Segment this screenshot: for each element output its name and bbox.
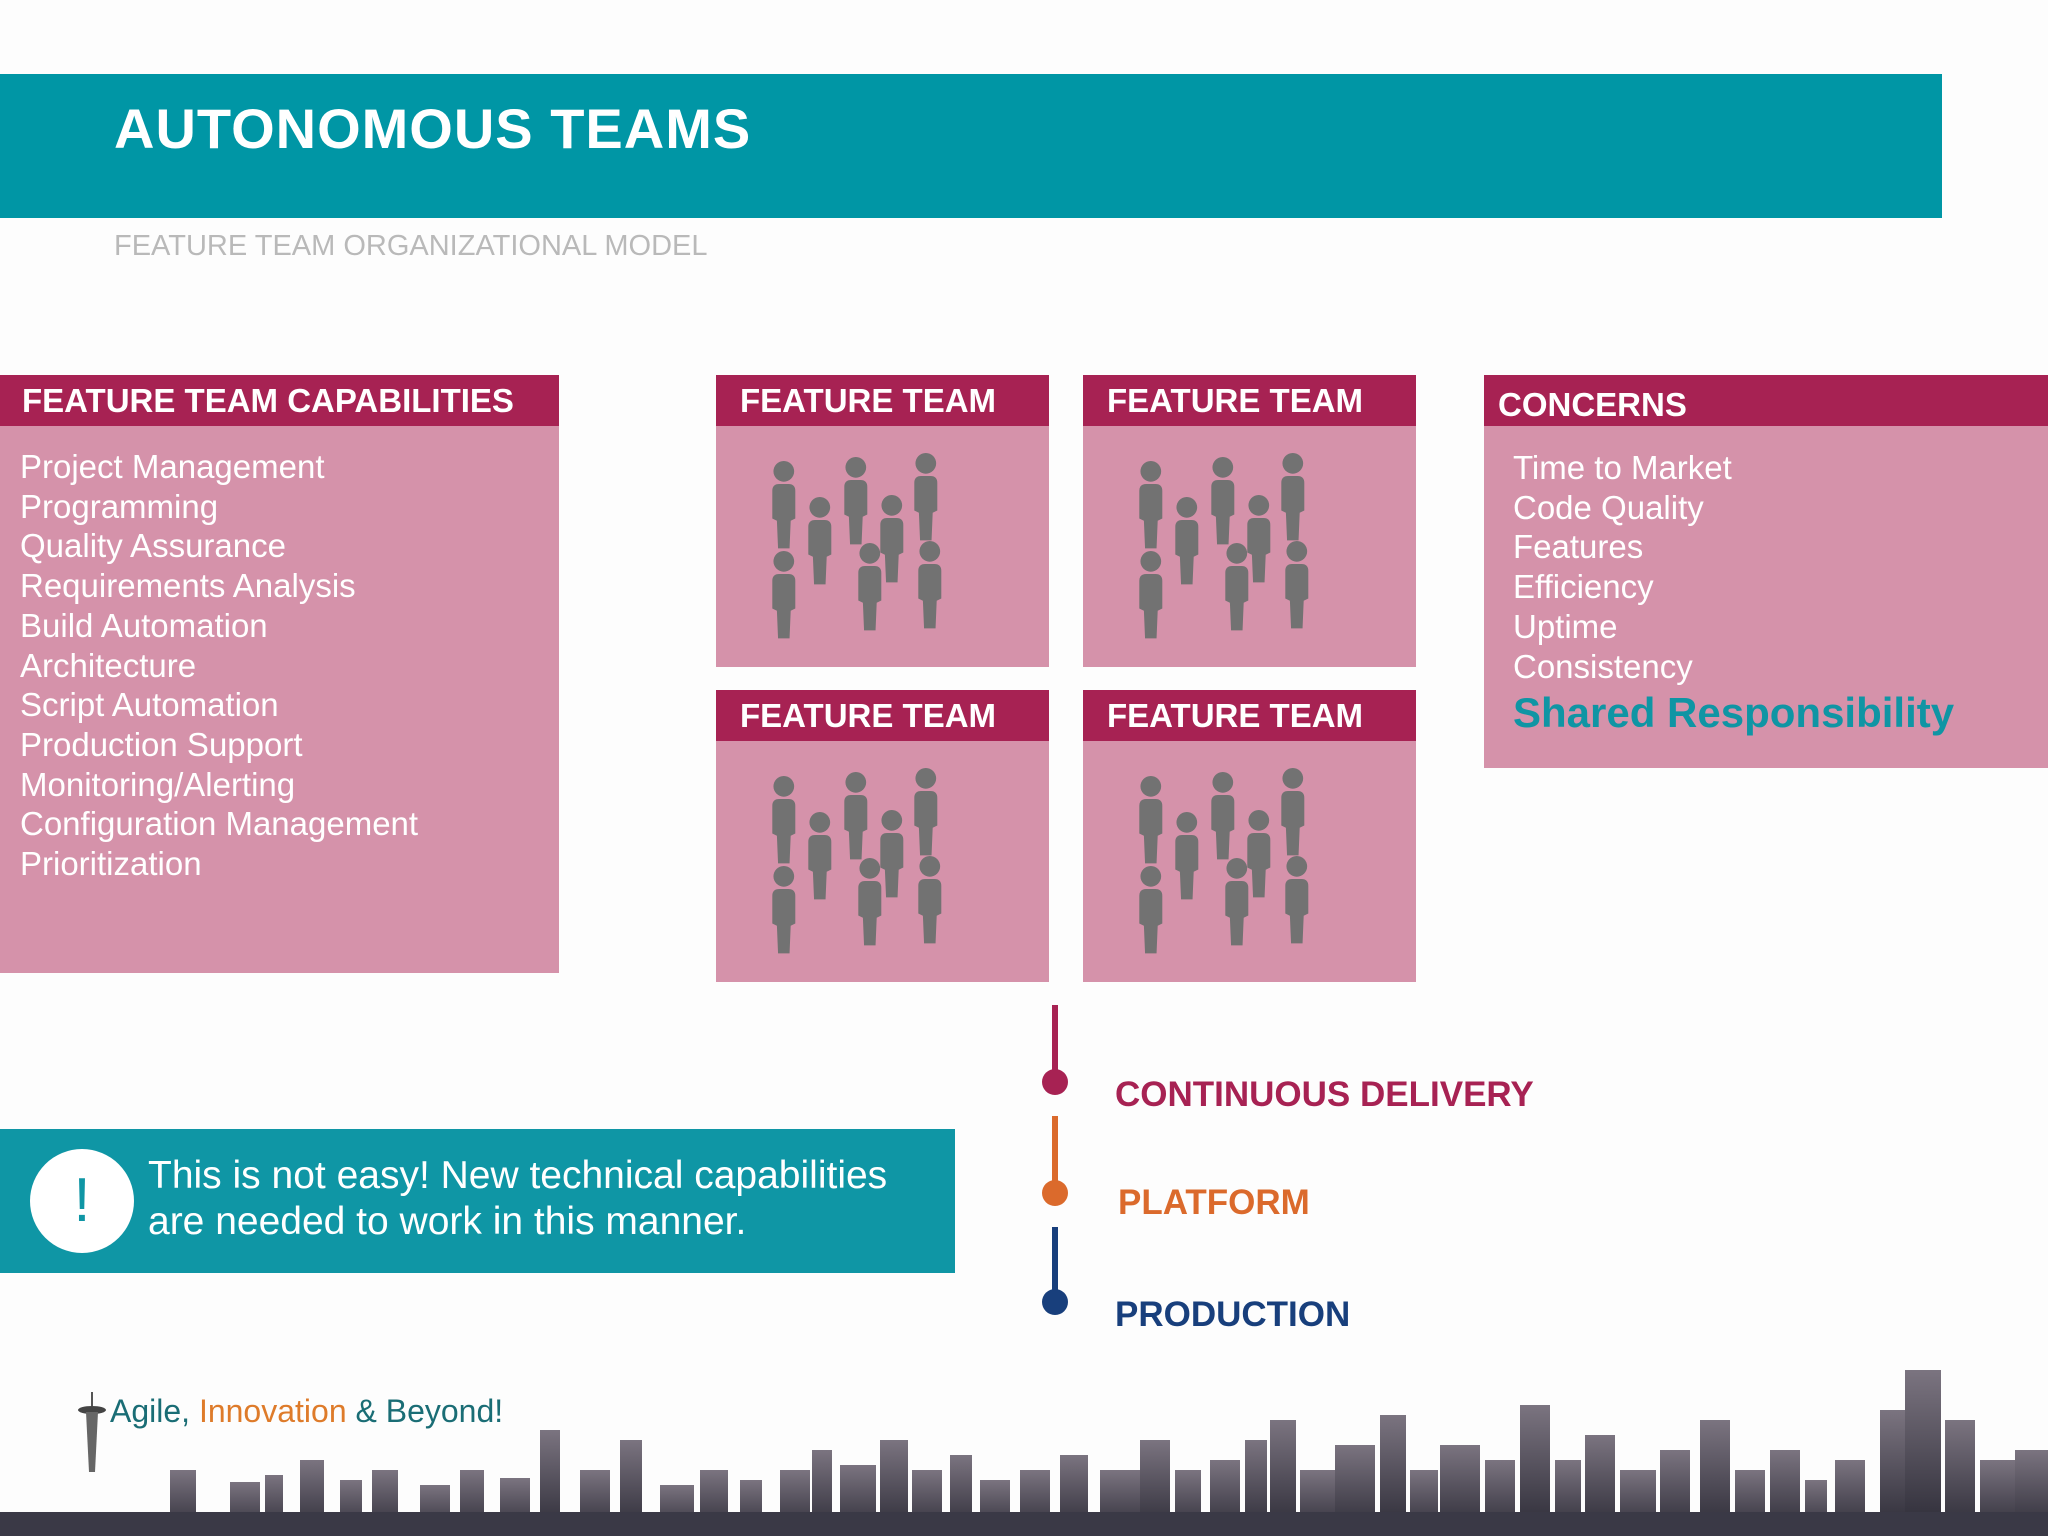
capabilities-heading: FEATURE TEAM CAPABILITIES (0, 375, 559, 426)
person-icon (918, 856, 942, 944)
person-icon (858, 543, 882, 631)
concerns-heading: CONCERNS (1484, 375, 2048, 426)
person-icon (1285, 856, 1309, 944)
person-icon (1247, 495, 1271, 583)
person-icon (1175, 812, 1199, 900)
pipeline-connector (1042, 1005, 1068, 1315)
warning-text: This is not easy! New technical capabili… (148, 1153, 887, 1245)
list-item: Monitoring/Alerting (20, 765, 296, 803)
feature-team-heading: FEATURE TEAM (716, 375, 1049, 426)
capabilities-list: Project Management Programming Quality A… (20, 447, 418, 884)
person-icon (914, 453, 938, 541)
person-icon (880, 810, 904, 898)
person-icon (918, 541, 942, 629)
person-icon (1247, 810, 1271, 898)
list-item: Time to Market (1513, 449, 1732, 486)
feature-team-heading: FEATURE TEAM (1083, 375, 1416, 426)
page-title: AUTONOMOUS TEAMS (114, 97, 752, 160)
stage-continuous-delivery: CONTINUOUS DELIVERY (1115, 1075, 1534, 1114)
pipeline-dot-production (1042, 1289, 1068, 1315)
list-item: Production Support (20, 725, 303, 763)
person-icon (1139, 866, 1163, 954)
list-item: Code Quality (1513, 488, 1704, 526)
person-icon (808, 812, 832, 900)
tagline-innovation: Innovation (198, 1393, 347, 1429)
person-icon (1285, 541, 1309, 629)
pipeline-line-production (1052, 1227, 1058, 1302)
person-icon (1225, 543, 1249, 631)
list-item: Consistency (1513, 647, 1693, 685)
list-item: Uptime (1513, 607, 1618, 645)
warning-line-1: This is not easy! New technical capabili… (148, 1154, 888, 1197)
list-item: Features (1513, 528, 1644, 566)
feature-team-card-3: FEATURE TEAM (716, 690, 1049, 982)
list-item: Programming (20, 487, 219, 525)
concerns-panel: CONCERNS Time to Market Code Quality Fea… (1484, 375, 2048, 768)
list-item: Script Automation (20, 686, 279, 724)
person-icon (1139, 776, 1163, 864)
person-icon (844, 457, 868, 545)
person-icon (1225, 858, 1249, 946)
shared-responsibility-highlight: Shared Responsibility (1513, 689, 1955, 737)
list-item: Architecture (20, 646, 197, 684)
concerns-list: Time to Market Code Quality Features Eff… (1513, 448, 1954, 738)
person-icon (1211, 457, 1235, 545)
capabilities-panel: FEATURE TEAM CAPABILITIES Project Manage… (0, 375, 559, 973)
exclamation-icon: ! (30, 1149, 134, 1253)
list-item: Prioritization (20, 845, 202, 883)
pipeline-dot-cd (1042, 1069, 1068, 1095)
person-icon (1281, 453, 1305, 541)
people-group-icon (1139, 453, 1309, 639)
pipeline-dot-platform (1042, 1180, 1068, 1206)
person-icon (772, 866, 796, 954)
space-needle-icon (78, 1392, 106, 1472)
people-group-icon (772, 453, 942, 639)
person-icon (1175, 497, 1199, 585)
pipeline-line-platform (1052, 1116, 1058, 1193)
person-icon (1211, 772, 1235, 860)
person-icon (808, 497, 832, 585)
city-skyline-image (0, 1370, 2048, 1536)
person-icon (880, 495, 904, 583)
stage-production: PRODUCTION (1115, 1295, 1351, 1334)
feature-team-card-1: FEATURE TEAM (716, 375, 1049, 667)
person-icon (858, 858, 882, 946)
footer-tagline: Agile, Innovation & Beyond! (110, 1393, 503, 1430)
list-item: Project Management (20, 448, 325, 485)
person-icon (1139, 461, 1163, 549)
page-subtitle: FEATURE TEAM ORGANIZATIONAL MODEL (114, 230, 708, 262)
title-banner (0, 74, 1942, 218)
person-icon (1139, 551, 1163, 639)
warning-line-2: are needed to work in this manner. (148, 1200, 747, 1243)
list-item: Requirements Analysis (20, 567, 356, 605)
people-group-icon (772, 768, 942, 954)
skyline-building (540, 1430, 560, 1536)
feature-team-card-2: FEATURE TEAM (1083, 375, 1416, 667)
skyline-ground (0, 1512, 2048, 1536)
feature-team-heading: FEATURE TEAM (1083, 690, 1416, 741)
tagline-beyond: & Beyond! (346, 1393, 504, 1429)
list-item: Configuration Management (20, 805, 419, 843)
list-item: Quality Assurance (20, 527, 286, 565)
person-icon (772, 776, 796, 864)
person-icon (1281, 768, 1305, 856)
feature-team-card-4: FEATURE TEAM (1083, 690, 1416, 982)
people-group-icon (1139, 768, 1309, 954)
feature-team-heading: FEATURE TEAM (716, 690, 1049, 741)
pipeline-line-cd (1052, 1005, 1058, 1082)
skyline-building (1905, 1370, 1941, 1536)
stage-platform: PLATFORM (1118, 1183, 1310, 1222)
person-icon (914, 768, 938, 856)
tagline-agile: Agile, (110, 1393, 199, 1429)
list-item: Efficiency (1513, 568, 1654, 606)
person-icon (844, 772, 868, 860)
person-icon (772, 461, 796, 549)
warning-callout: ! This is not easy! New technical capabi… (0, 1129, 955, 1273)
person-icon (772, 551, 796, 639)
list-item: Build Automation (20, 606, 268, 644)
